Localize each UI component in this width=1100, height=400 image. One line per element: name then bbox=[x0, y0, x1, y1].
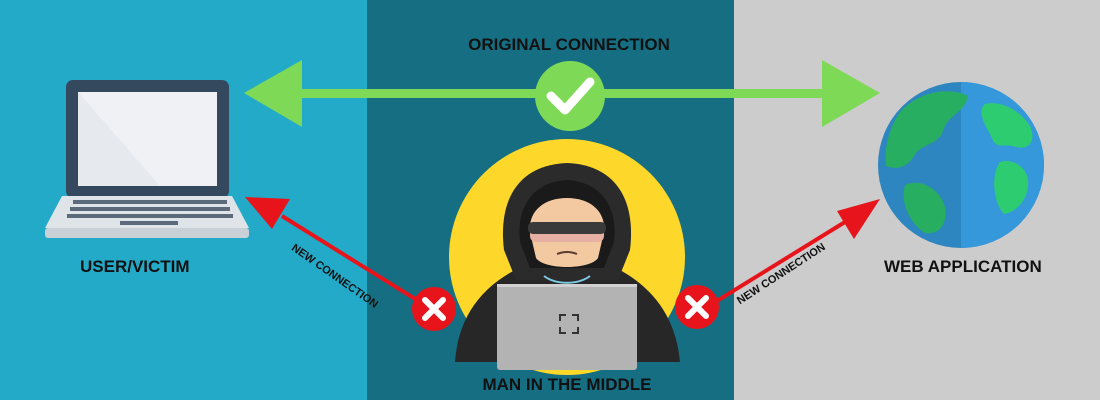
new-connection-arrow-right bbox=[710, 199, 880, 306]
web-application-label: WEB APPLICATION bbox=[884, 257, 1042, 276]
user-victim-label: USER/VICTIM bbox=[80, 257, 190, 276]
cross-icon-right bbox=[675, 285, 719, 329]
cross-icon-left bbox=[412, 287, 456, 331]
new-connection-arrow-left bbox=[245, 197, 422, 304]
original-connection-label: ORIGINAL CONNECTION bbox=[468, 35, 670, 54]
camera-focus-icon bbox=[559, 314, 579, 334]
man-in-the-middle-label: MAN IN THE MIDDLE bbox=[482, 375, 652, 394]
hacker-laptop bbox=[497, 284, 637, 370]
globe-icon bbox=[878, 82, 1044, 248]
laptop-icon bbox=[45, 80, 249, 238]
check-icon bbox=[535, 61, 605, 131]
